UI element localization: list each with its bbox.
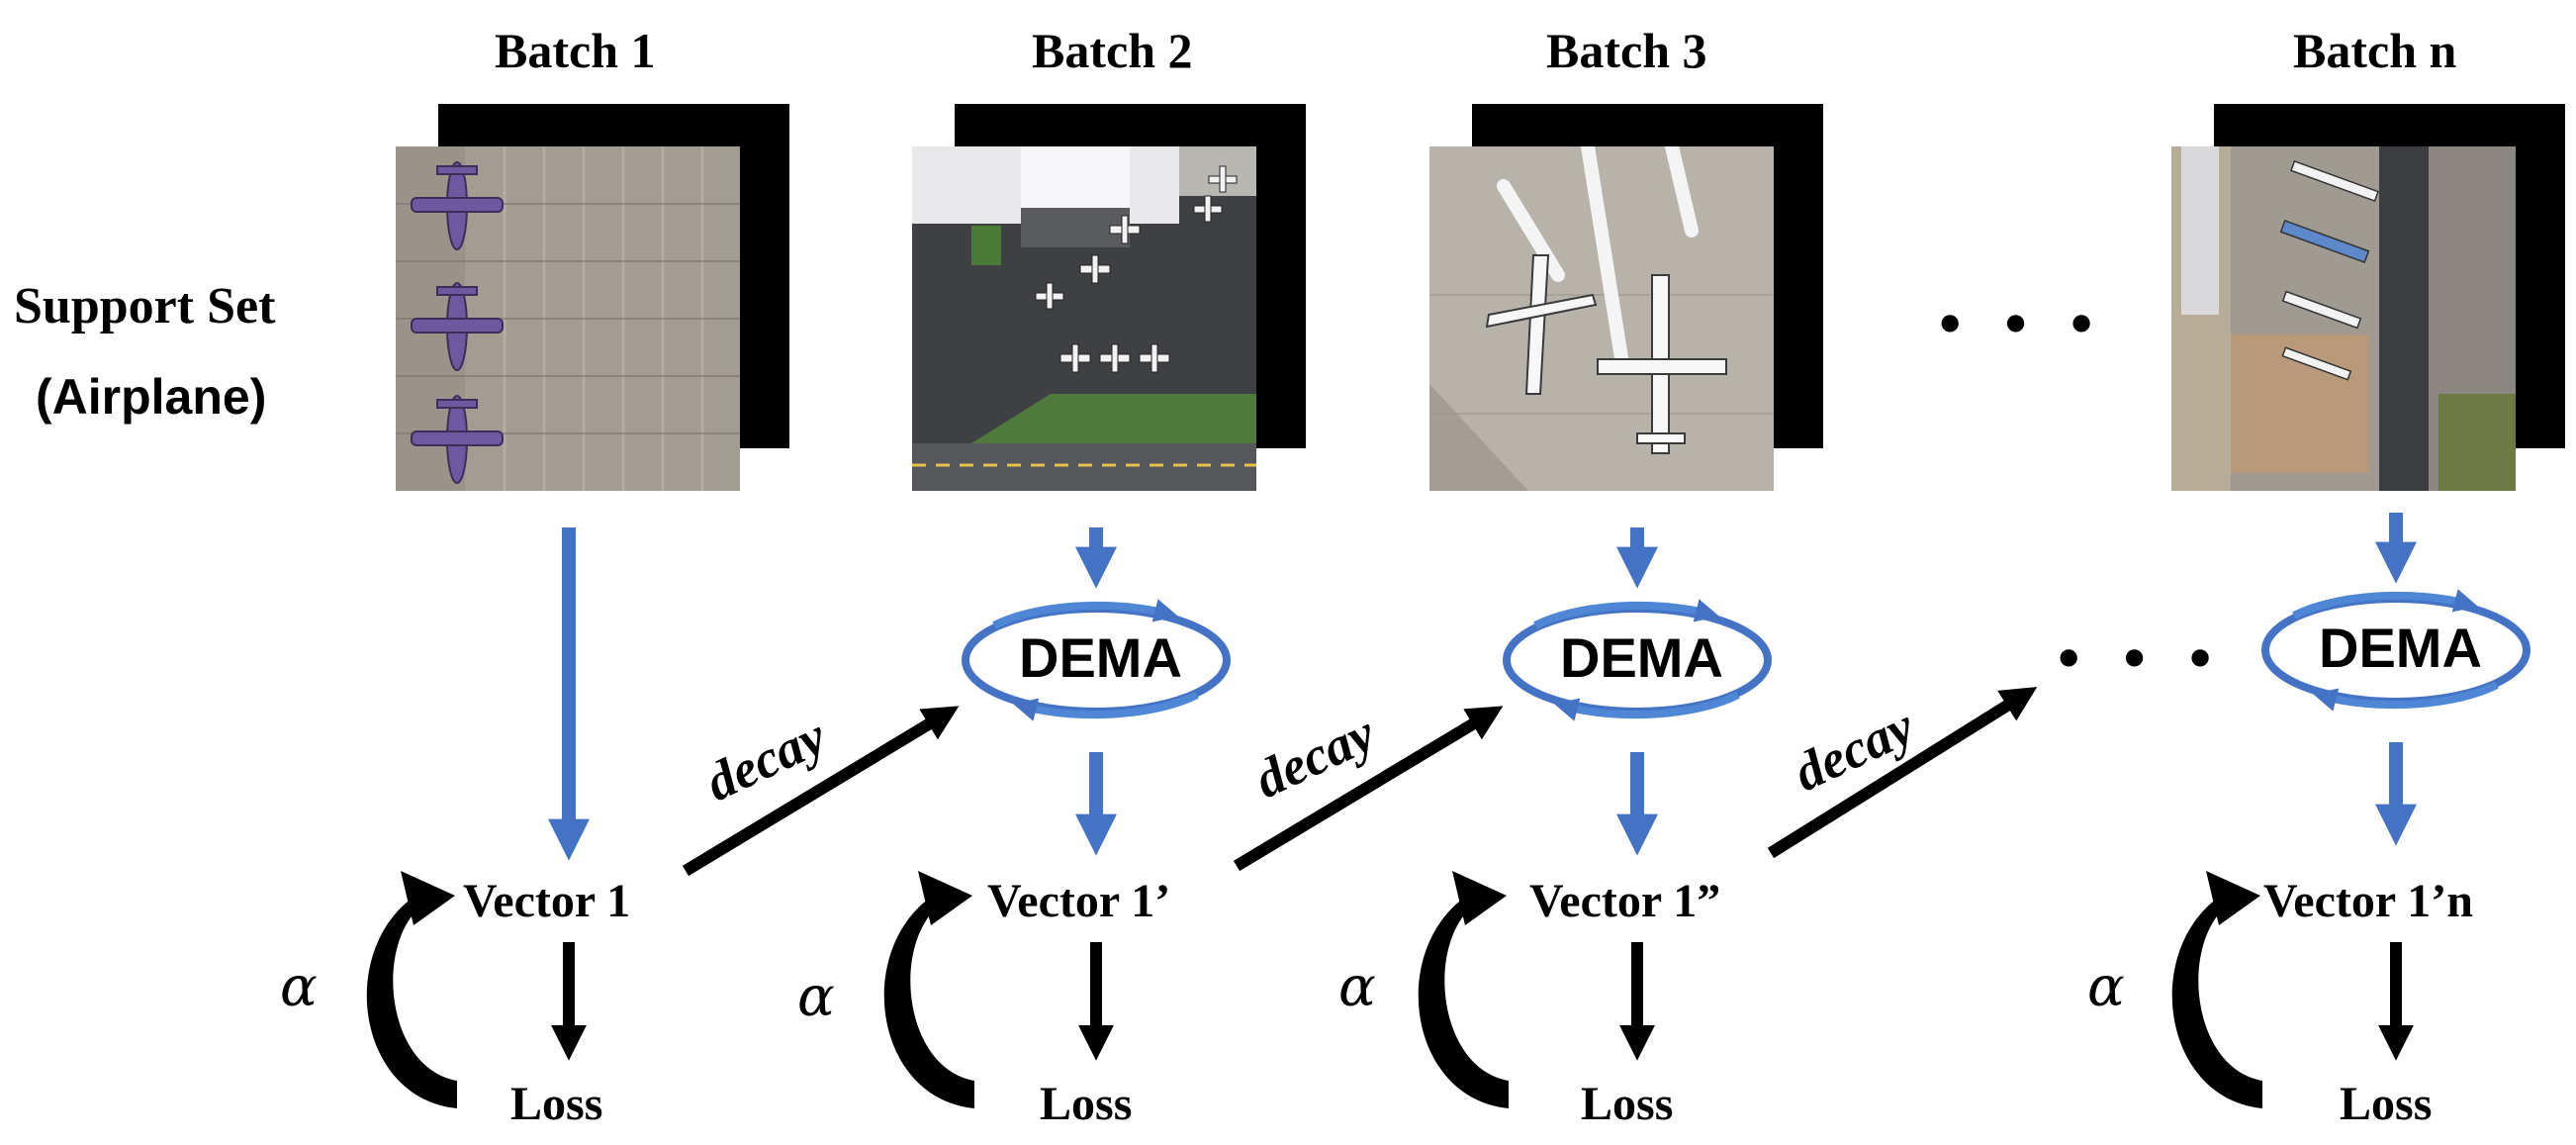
vector-label-batch-3: Vector 1” [1529,875,1721,927]
batch-1-title: Batch 1 [495,23,656,78]
alpha-label-3: α [1338,955,1376,1019]
dema-label-batch-n: DEMA [2319,617,2482,679]
vector-label-batch-1: Vector 1 [463,875,631,927]
dema-node-batch-3 [1503,599,1772,721]
alpha-loop-arrow-1 [366,871,457,1108]
batch-2-title: Batch 2 [1032,23,1193,78]
dema-label-batch-3: DEMA [1560,626,1723,689]
ellipsis-flow: • • • [2058,622,2226,693]
support-set-label: Support Set [14,278,276,334]
batch-3-title: Batch 3 [1546,23,1707,78]
batch-2-support-image [912,146,1256,491]
alpha-loop-arrow-2 [883,871,974,1108]
alpha-label-2: α [797,965,835,1029]
decay-arrow-1 [682,706,960,877]
alpha-label-4: α [2087,955,2125,1019]
decay-arrow-3 [1767,687,2038,859]
loss-label-batch-1: Loss [510,1078,603,1130]
ellipsis-images: • • • [1939,288,2107,358]
alpha-loop-arrow-3 [1418,871,1509,1108]
loss-label-batch-n: Loss [2340,1078,2433,1130]
batch-n-support-image [2171,146,2516,491]
dema-node-batch-n [2261,589,2530,712]
alpha-label-1: α [280,955,318,1019]
support-set-class-label: (Airplane) [36,369,267,425]
decay-arrow-2 [1233,706,1504,872]
loss-label-batch-2: Loss [1040,1078,1133,1130]
batch-n-title: Batch n [2293,23,2457,78]
vector-label-batch-2: Vector 1’ [987,875,1171,927]
dema-label-batch-2: DEMA [1019,626,1182,689]
batch-1-support-image [396,146,740,491]
batch-3-support-image [1429,146,1774,491]
alpha-loop-arrow-4 [2171,871,2262,1108]
vector-label-batch-n: Vector 1’n [2263,875,2473,927]
loss-label-batch-3: Loss [1581,1078,1674,1130]
dema-node-batch-2 [962,599,1231,721]
